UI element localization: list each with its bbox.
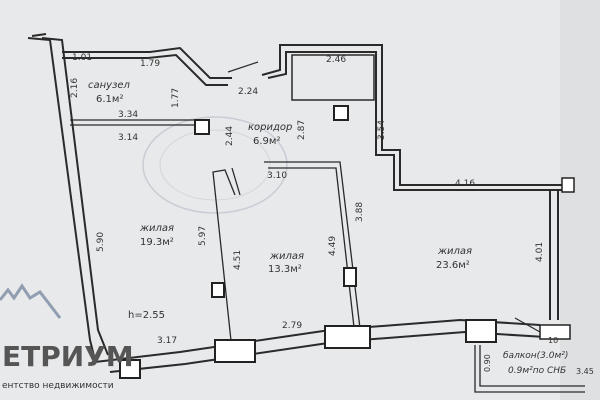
brand-logo: ЕТРИУМ ентство недвижимости (0, 283, 134, 391)
logo-mark-icon (0, 283, 62, 319)
balcony-area: 0.9м²по СНБ (508, 366, 566, 376)
dim-2-16: 2.16 (70, 78, 80, 98)
living1-area: 19.3м² (140, 237, 174, 248)
stamp-mark (142, 116, 288, 214)
dim-5-90: 5.90 (96, 232, 106, 252)
brand-name: ЕТРИУМ (2, 340, 134, 373)
page-edge (560, 0, 600, 400)
right-wall (549, 177, 575, 320)
top-walls (62, 44, 572, 191)
bottom-facade-wall (94, 318, 546, 379)
ceiling-height: h=2.55 (128, 310, 165, 321)
dim-2-24: 2.24 (238, 87, 258, 97)
balcony-outline (474, 317, 585, 393)
living3-name: жилая (437, 246, 472, 257)
dim-2-79: 2.79 (282, 321, 302, 331)
dim-3-17: 3.17 (157, 336, 177, 346)
dim-3-34: 3.34 (118, 110, 138, 120)
living2-area: 13.3м² (268, 264, 302, 275)
dim-1-77: 1.77 (171, 88, 181, 108)
storage-block (291, 54, 375, 121)
living3-area: 23.6м² (436, 260, 470, 271)
dim-10: 10 (548, 336, 558, 345)
dim-4-51: 4.51 (233, 250, 243, 270)
bathroom-wall (70, 119, 210, 135)
column-right (561, 177, 575, 193)
column-bottom-1 (214, 339, 256, 363)
dim-0-90: 0.90 (483, 354, 492, 372)
dim-1-79: 1.79 (140, 59, 160, 69)
dim-4-49: 4.49 (328, 236, 338, 256)
dim-4-16: 4.16 (455, 179, 475, 189)
bathroom-area: 6.1м² (96, 94, 123, 105)
left-outer-wall (27, 33, 109, 361)
balcony-name: балкон(3.0м²) (503, 351, 568, 361)
dim-1-01: 1.01 (72, 53, 92, 63)
stamp-inner-ring (159, 129, 271, 201)
living2-walls (211, 161, 363, 351)
column-living2-right (343, 267, 357, 287)
dim-2-46: 2.46 (326, 55, 346, 65)
dim-2-44: 2.44 (225, 126, 235, 146)
dim-5-97: 5.97 (198, 226, 208, 246)
column-bathroom (194, 119, 210, 135)
corridor-name: коридор (248, 122, 292, 133)
dim-4-01: 4.01 (535, 242, 545, 262)
column-bottom-left (119, 359, 141, 379)
living1-name: жилая (139, 223, 174, 234)
column-living2-left (211, 282, 225, 298)
dim-3-10: 3.10 (267, 171, 287, 181)
brand-tagline: ентство недвижимости (2, 381, 114, 391)
living2-name: жилая (269, 251, 304, 262)
dim-2-87: 2.87 (297, 120, 307, 140)
column-bottom-2 (324, 325, 371, 349)
column-corridor (333, 105, 349, 121)
corridor-area: 6.9м² (253, 136, 280, 147)
bathroom-name: санузел (88, 80, 131, 91)
dim-3-88: 3.88 (355, 202, 365, 222)
dim-3-54: 3.54 (377, 120, 387, 140)
dim-3-45: 3.45 (576, 367, 594, 376)
dim-3-14: 3.14 (118, 133, 138, 143)
column-bottom-3 (465, 319, 497, 343)
